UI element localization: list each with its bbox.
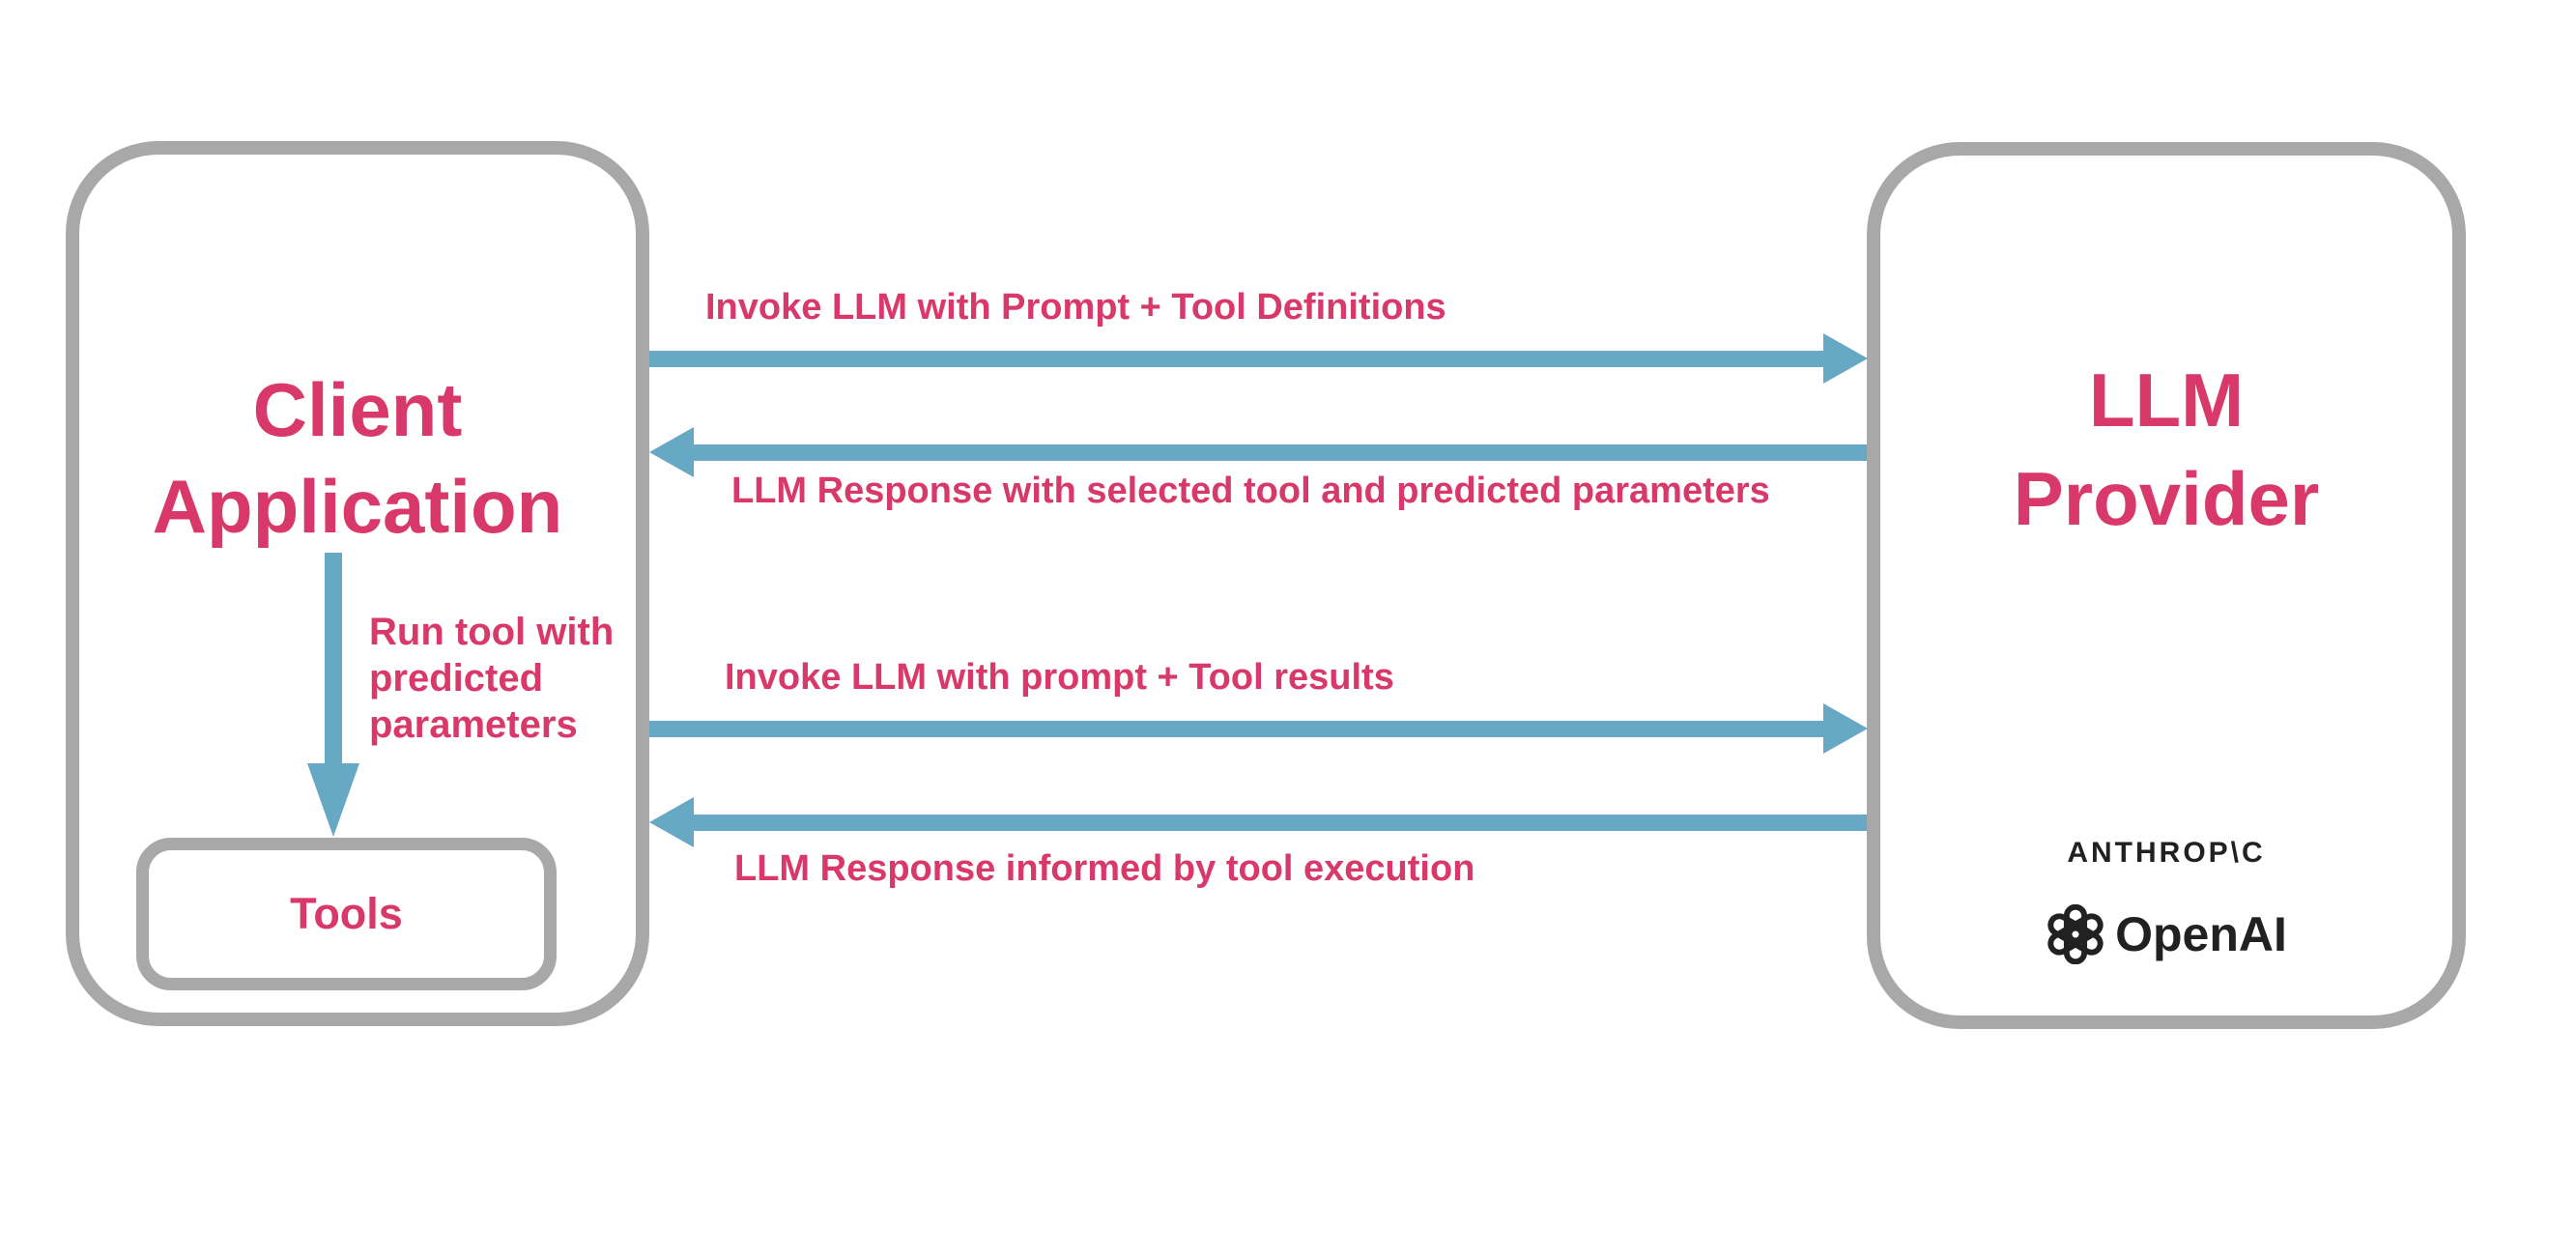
run-tool-arrow-shaft <box>325 553 342 763</box>
openai-flower-icon <box>2047 904 2104 964</box>
flow-arrow-3-shaft <box>649 721 1824 737</box>
openai-logo: OpenAI <box>1867 904 2466 964</box>
flow-label-response-informed: LLM Response informed by tool execution <box>734 848 1475 889</box>
flow-label-invoke-definitions: Invoke LLM with Prompt + Tool Definition… <box>705 287 1446 328</box>
run-tool-note: Run tool with predicted parameters <box>369 609 614 748</box>
flow-arrow-2-head-left-icon <box>649 427 694 477</box>
flow-arrow-4-shaft <box>693 815 1867 831</box>
openai-wordmark: OpenAI <box>2115 907 2287 961</box>
run-tool-note-line2: predicted <box>369 657 544 700</box>
flow-arrow-3-head-right-icon <box>1823 703 1868 754</box>
llm-title-line2: Provider <box>2013 456 2320 541</box>
flow-label-invoke-results: Invoke LLM with prompt + Tool results <box>725 657 1394 698</box>
tools-box: Tools <box>136 838 557 990</box>
flow-label-response-selected-tool: LLM Response with selected tool and pred… <box>731 471 1770 511</box>
llm-provider-box <box>1867 142 2466 1029</box>
flow-arrow-1-shaft <box>649 351 1824 367</box>
run-tool-note-line1: Run tool with <box>369 611 615 653</box>
anthropic-logo: ANTHROP\C <box>2067 837 2266 869</box>
llm-provider-title: LLM Provider <box>1867 351 2466 548</box>
client-title-line2: Application <box>152 464 563 549</box>
run-tool-arrow-head-down-icon <box>307 763 359 837</box>
client-application-title: Client Application <box>66 361 649 555</box>
tools-label: Tools <box>290 889 403 938</box>
flow-arrow-4-head-left-icon <box>649 797 694 847</box>
run-tool-note-line3: parameters <box>369 703 578 746</box>
client-title-line1: Client <box>252 367 463 452</box>
flow-arrow-1-head-right-icon <box>1823 333 1868 384</box>
flow-arrow-2-shaft <box>693 444 1867 461</box>
llm-title-line1: LLM <box>2088 357 2245 443</box>
